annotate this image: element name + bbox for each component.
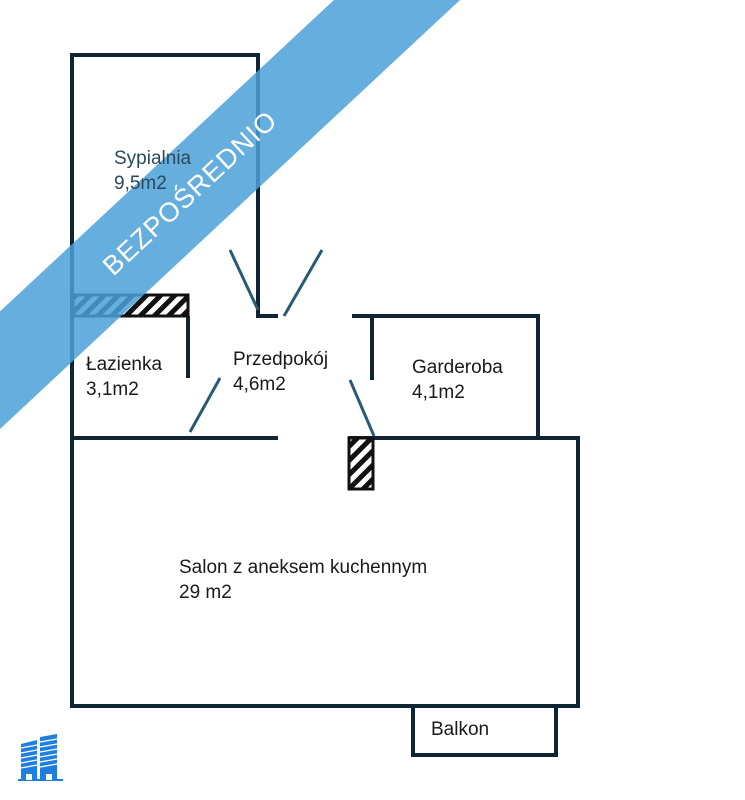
room-garderoba: Garderoba 4,1m2 xyxy=(412,355,503,405)
doors xyxy=(188,249,376,437)
room-name: Łazienka xyxy=(86,354,163,375)
room-przedpokoj: Przedpokój 4,6m2 xyxy=(233,347,328,397)
room-name: Garderoba xyxy=(412,357,503,378)
room-name: Salon z aneksem kuchennym xyxy=(179,557,428,578)
room-area: 29 m2 xyxy=(179,582,232,603)
room-name: Balkon xyxy=(431,719,490,740)
hatched-pillar xyxy=(347,436,375,491)
room-area: 3,1m2 xyxy=(86,379,139,400)
room-lazienka: Łazienka 3,1m2 xyxy=(86,352,162,402)
room-name: Sypialnia xyxy=(114,148,192,169)
room-salon: Salon z aneksem kuchennym 29 m2 xyxy=(179,555,427,605)
room-balkon: Balkon xyxy=(431,717,489,742)
room-area: 9,5m2 xyxy=(114,173,167,194)
room-sypialnia: Sypialnia 9,5m2 xyxy=(114,146,191,196)
room-name: Przedpokój xyxy=(233,349,329,370)
room-area: 4,1m2 xyxy=(412,382,465,403)
room-area: 4,6m2 xyxy=(233,374,286,395)
buildings-icon xyxy=(18,734,63,781)
walls xyxy=(70,53,580,757)
